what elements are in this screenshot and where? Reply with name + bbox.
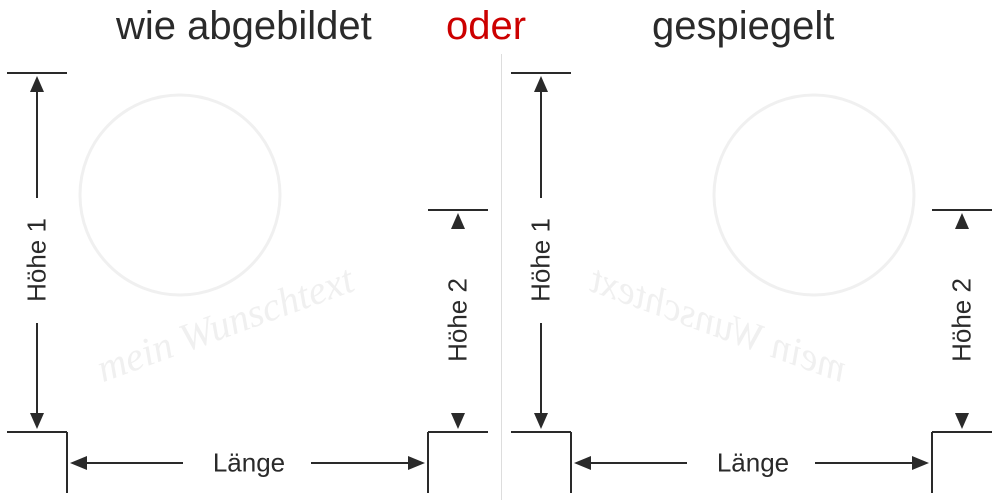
length-label: Länge (710, 447, 796, 479)
dimension-drawing (7, 72, 488, 493)
panel-mirrored: mein Wunschtext Höhe 1 Höhe 2 Länge (504, 0, 1000, 500)
dimension-drawing-mirrored (511, 72, 992, 493)
height2-label: Höhe 2 (946, 274, 978, 366)
length-label: Länge (206, 447, 292, 479)
panel-divider (501, 54, 502, 500)
height1-label: Höhe 1 (21, 214, 53, 306)
title-or: oder (446, 4, 527, 48)
height1-label: Höhe 1 (525, 214, 557, 306)
title-mirrored: gespiegelt (652, 4, 835, 48)
title-as-shown: wie abgebildet (116, 4, 372, 48)
height2-label: Höhe 2 (442, 274, 474, 366)
panel-as-shown: mein Wunschtext Höhe 1 Höhe 2 Länge (7, 72, 488, 493)
